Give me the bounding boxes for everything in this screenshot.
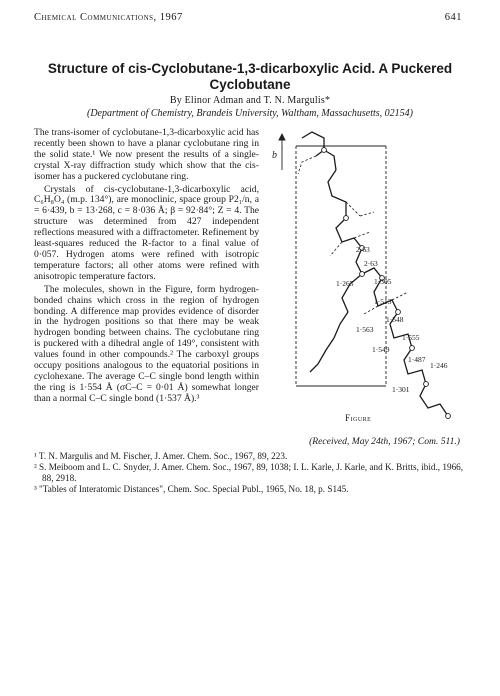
bond-label: 1·563 bbox=[356, 325, 374, 334]
crystal-structure-figure: b 2·63 2·63 bbox=[272, 131, 451, 419]
bond-label: 1·555 bbox=[402, 333, 420, 342]
bond-label: 1·548 bbox=[386, 315, 404, 324]
title-line-2: Cyclobutane bbox=[209, 77, 291, 92]
bond-label: 2·63 bbox=[356, 245, 370, 254]
unit-cell-outline bbox=[281, 145, 387, 387]
running-header: Chemical Communications, 1967 641 bbox=[34, 12, 462, 23]
journal-name: Chemical Communications, 1967 bbox=[34, 12, 183, 23]
article-title: Structure of cis-Cyclobutane-1,3-dicarbo… bbox=[30, 61, 470, 93]
reference-item: ³ "Tables of Interatomic Distances", Che… bbox=[34, 483, 349, 494]
affiliation: (Department of Chemistry, Brandeis Unive… bbox=[87, 108, 413, 119]
atoms bbox=[321, 147, 451, 419]
bond-label: 1·246 bbox=[430, 361, 448, 370]
hydrogen-bonds bbox=[297, 155, 409, 315]
reference-item: ² S. Meiboom and L. C. Snyder, J. Amer. … bbox=[34, 462, 464, 483]
title-line-1: Structure of cis-Cyclobutane-1,3-dicarbo… bbox=[47, 61, 453, 76]
references: ¹ T. N. Margulis and M. Fischer, J. Amer… bbox=[34, 451, 464, 495]
bond-label: 1·305 bbox=[374, 277, 392, 286]
b-axis-arrow bbox=[278, 132, 286, 150]
bond-label: 1·487 bbox=[408, 355, 426, 364]
bond-label: 2·63 bbox=[364, 259, 378, 268]
author-line: By Elinor Adman and T. N. Margulis* bbox=[169, 95, 331, 106]
paragraph-2: Crystals of cis-cyclobutane-1,3-dicarbox… bbox=[34, 183, 259, 282]
molecule-bonds bbox=[301, 131, 449, 417]
paragraph-1: The trans-isomer of cyclobutane-1,3-dica… bbox=[34, 127, 259, 182]
bond-label: 1·513 bbox=[374, 297, 392, 306]
figure-caption: Figure bbox=[345, 413, 372, 423]
received-date: (Received, May 24th, 1967; Com. 511.) bbox=[309, 436, 460, 447]
reference-item: ¹ T. N. Margulis and M. Fischer, J. Amer… bbox=[34, 451, 288, 461]
bond-label: 1·265 bbox=[336, 279, 354, 288]
bond-length-labels: 2·63 2·63 1·265 1·305 1·513 1·548 1·563 … bbox=[336, 245, 448, 394]
paragraph-3: The molecules, shown in the Figure, form… bbox=[34, 283, 259, 404]
bond-label: 1·549 bbox=[372, 345, 390, 354]
bond-label: 1·301 bbox=[392, 385, 410, 394]
page-number: 641 bbox=[444, 12, 462, 23]
article-body: The trans-isomer of cyclobutane-1,3-dica… bbox=[34, 127, 259, 407]
axis-label-b: b bbox=[272, 150, 277, 161]
